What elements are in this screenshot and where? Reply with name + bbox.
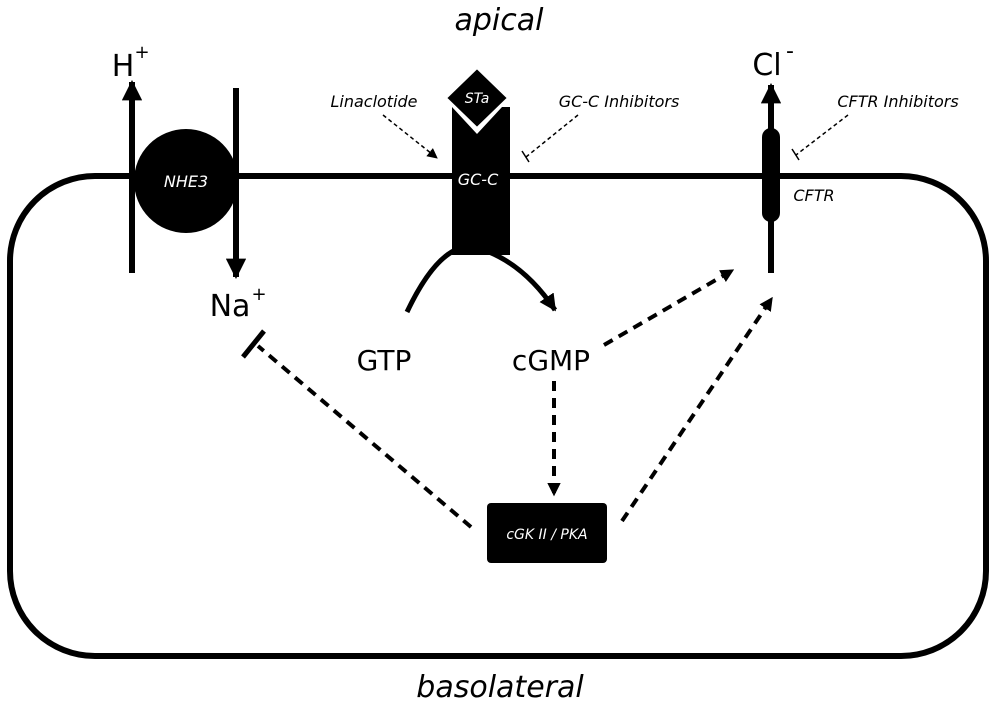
apical-label: apical xyxy=(455,3,545,38)
gtp-label: GTP xyxy=(357,344,412,377)
linaclotide-activation-arrow xyxy=(382,114,438,159)
gcc-inhibition-bar xyxy=(521,150,530,163)
chloride-label: Cl xyxy=(752,48,781,83)
chloride-charge: - xyxy=(786,39,794,64)
cftr-inhibition-line xyxy=(795,114,849,156)
cftr-pore xyxy=(762,128,780,222)
cftr-inhibitors-label: CFTR Inhibitors xyxy=(837,92,958,111)
nhe3-transporter xyxy=(134,129,238,233)
cftr-inhibition-bar xyxy=(791,148,800,161)
proton-label: H xyxy=(112,49,135,84)
cgmp-label: cGMP xyxy=(512,344,590,377)
gtp-to-cgmp-arrow xyxy=(404,244,558,314)
kinase-label: cGK II / PKA xyxy=(506,527,587,543)
nhe3-inhibition-bar xyxy=(241,329,266,359)
kinase-box-body xyxy=(487,503,607,563)
sta-label: STa xyxy=(465,91,490,107)
kinase-box: cGK II / PKA xyxy=(487,503,607,563)
gcc-inhibitors-label: GC-C Inhibitors xyxy=(559,92,680,111)
kinase-to-nhe3-inhibition-line xyxy=(256,344,473,529)
gcc-label: GC-C xyxy=(458,170,499,189)
cftr-label: CFTR xyxy=(793,186,834,205)
sta-diamond xyxy=(445,67,509,129)
nhe3-exchanger: NHE3 xyxy=(121,79,247,280)
proton-charge: + xyxy=(134,42,149,63)
basolateral-label: basolateral xyxy=(416,670,584,704)
sta-ligand: STa xyxy=(445,67,509,129)
cgmp-to-cftr-arrow xyxy=(602,268,735,347)
cftr-channel: CFTR xyxy=(760,82,835,273)
sodium-charge: + xyxy=(251,284,266,305)
kinase-to-cftr-arrow xyxy=(620,296,774,523)
gcc-receptor: GC-C xyxy=(452,107,510,255)
nhe3-label: NHE3 xyxy=(164,172,208,191)
gcc-inhibition-line xyxy=(525,114,579,158)
sodium-label: Na xyxy=(210,289,251,324)
gcc-receptor-body xyxy=(452,107,510,255)
linaclotide-label: Linaclotide xyxy=(330,92,417,111)
